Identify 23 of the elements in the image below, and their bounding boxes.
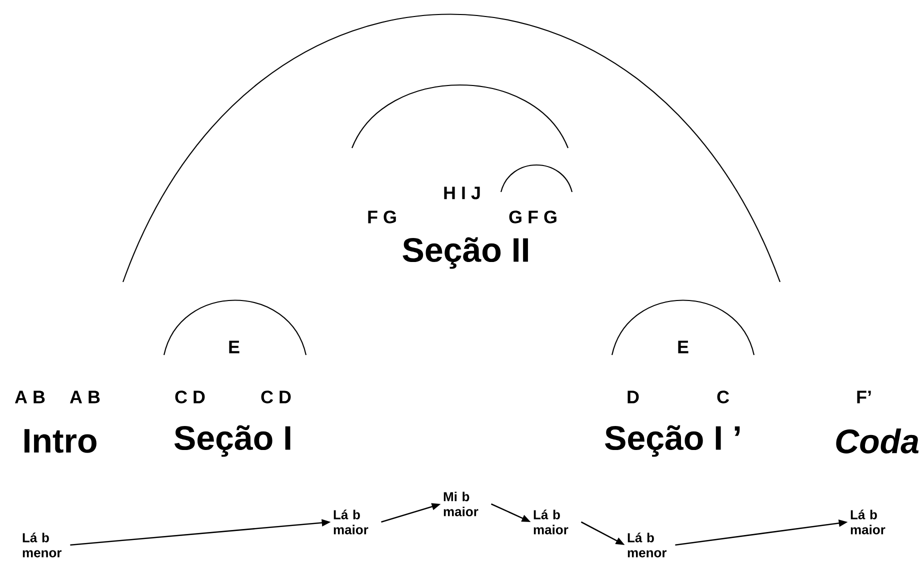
motif-letters: C (717, 390, 730, 404)
motif-letters: C D (175, 390, 205, 404)
motif-letters: D (628, 390, 639, 404)
motif-letters: C D (261, 390, 291, 404)
key-label: Lá b menor (628, 532, 667, 558)
section-title: Seção I ’ (605, 425, 740, 457)
section-title: Seção I (174, 425, 290, 457)
section-title: Intro (24, 429, 96, 453)
key-label: Lá b maior (534, 510, 568, 534)
motif-letters: F G (368, 210, 396, 224)
section-title: Seção II (402, 237, 528, 269)
motif-letters: G F G (509, 210, 556, 224)
motif-letters: A B (70, 390, 100, 404)
motif-letters: H I J (444, 186, 480, 200)
section-title: Coda (836, 428, 919, 454)
key-label: Mi b maior (444, 492, 478, 516)
motif-letters: E (229, 340, 240, 354)
key-label: Lá b maior (334, 510, 368, 534)
key-label: Lá b maior (850, 510, 886, 534)
key-label: Lá b menor (22, 532, 62, 558)
motif-letters: A B (14, 390, 45, 404)
motif-letters: F’ (857, 390, 871, 404)
motif-letters: E (678, 340, 688, 354)
